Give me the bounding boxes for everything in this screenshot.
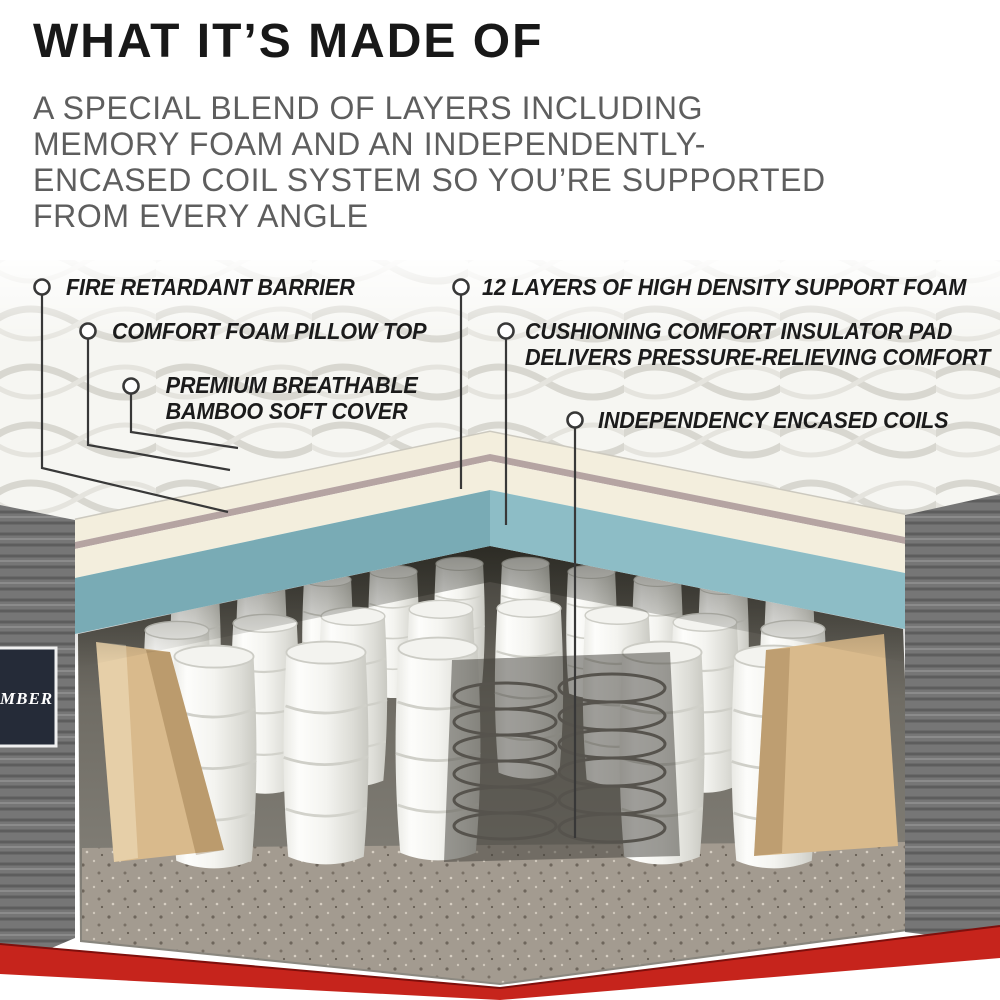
dot-bamboo-cover bbox=[122, 377, 140, 395]
dot-fire-retardant bbox=[33, 278, 51, 296]
callout-high-density-support-foam: 12 LAYERS OF HIGH DENSITY SUPPORT FOAM bbox=[482, 274, 967, 300]
subtitle-line: ENCASED COIL SYSTEM SO YOU’RE SUPPORTED bbox=[33, 162, 826, 198]
callout-fire-retardant-barrier: FIRE RETARDANT BARRIER bbox=[66, 274, 355, 300]
callout-dots bbox=[33, 278, 584, 429]
dot-encased-coils bbox=[566, 411, 584, 429]
page-subtitle: A SPECIAL BLEND OF LAYERS INCLUDING MEMO… bbox=[33, 90, 826, 234]
teal-foam-left-shade bbox=[75, 490, 490, 634]
callout-independency-encased-coils: INDEPENDENCY ENCASED COILS bbox=[598, 407, 949, 433]
red-bottom-trim bbox=[0, 925, 1000, 1000]
spring-shadow bbox=[444, 652, 680, 862]
leader-bamboo-cover bbox=[129, 394, 239, 450]
dot-pillow-top bbox=[79, 322, 97, 340]
leader-pillow-top bbox=[86, 339, 231, 472]
wire-spring-right bbox=[557, 672, 667, 844]
teal-foam-right-highlight bbox=[490, 490, 905, 629]
edge-support-wedge-left bbox=[96, 642, 224, 862]
subtitle-line: A SPECIAL BLEND OF LAYERS INCLUDING bbox=[33, 90, 704, 126]
wire-spring-left bbox=[452, 681, 558, 841]
dot-insulator-pad bbox=[497, 322, 515, 340]
edge-support-wedge-right bbox=[754, 634, 898, 856]
side-panel-right bbox=[905, 494, 1000, 944]
dot-support-foam bbox=[452, 278, 470, 296]
callout-line: BAMBOO SOFT COVER bbox=[165, 398, 408, 424]
callout-line: DELIVERS PRESSURE-RELIEVING COMFORT bbox=[525, 344, 991, 370]
callout-line: PREMIUM BREATHABLE bbox=[165, 372, 418, 398]
leader-fire-retardant bbox=[40, 295, 229, 514]
brand-tag-text: MBER bbox=[0, 689, 53, 708]
brand-tag bbox=[0, 646, 58, 748]
callout-bamboo-soft-cover: PREMIUM BREATHABLE BAMBOO SOFT COVER bbox=[165, 372, 418, 424]
subtitle-line: MEMORY FOAM AND AN INDEPENDENTLY- bbox=[33, 126, 706, 162]
callout-leaders bbox=[40, 295, 577, 838]
layer-under-shadow bbox=[75, 546, 905, 668]
callout-comfort-insulator-pad: CUSHIONING COMFORT INSULATOR PAD DELIVER… bbox=[525, 318, 990, 370]
support-foam-layer bbox=[75, 461, 905, 578]
callout-comfort-foam-pillow-top: COMFORT FOAM PILLOW TOP bbox=[112, 318, 427, 344]
page-title: WHAT IT’S MADE OF bbox=[33, 15, 544, 68]
subtitle-line: FROM EVERY ANGLE bbox=[33, 198, 369, 234]
teal-foam-layer bbox=[75, 490, 905, 634]
felt-base bbox=[82, 842, 913, 983]
callout-line: CUSHIONING COMFORT INSULATOR PAD bbox=[525, 318, 953, 344]
side-panel-left: MBER bbox=[0, 505, 75, 970]
